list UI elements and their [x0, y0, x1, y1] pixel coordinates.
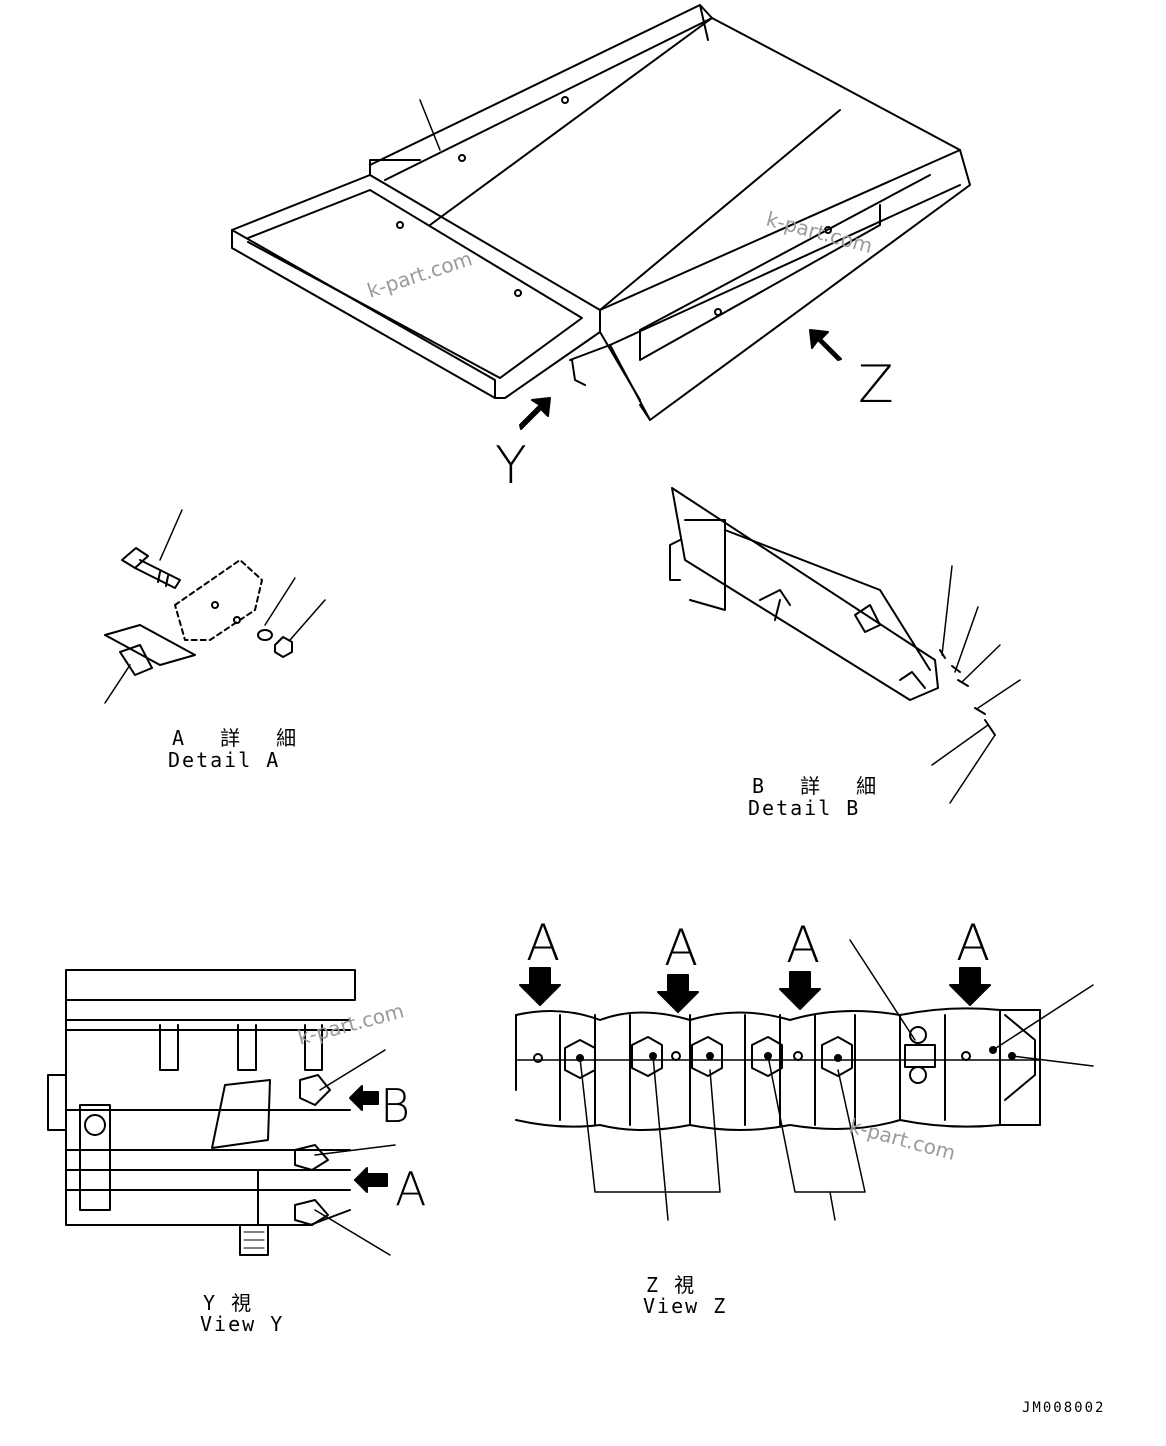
letter-y-main: Y [495, 436, 527, 496]
watermark-3: k-part.com [295, 998, 406, 1049]
letter-a-view-z-3: A [786, 916, 820, 974]
letter-a-view-z-4: A [956, 914, 990, 972]
caption-detail-b-jp: B 詳 細 [752, 774, 889, 798]
watermark-1: k-part.com [364, 246, 475, 302]
caption-view-z-en: View Z [643, 1294, 728, 1318]
view-z-arrow-a-3 [779, 971, 821, 1010]
caption-detail-a-jp: A 詳 細 [172, 726, 309, 750]
caption-view-z-jp: Z 視 [646, 1273, 697, 1297]
view-z-arrow-a-1 [519, 967, 561, 1006]
view-z-drawing [515, 939, 1094, 1221]
detail-b-drawing [669, 487, 1021, 804]
view-z-arrow-a-4 [949, 967, 991, 1006]
view-arrow-y [519, 397, 551, 430]
letter-b-view-y: B [380, 1079, 410, 1133]
caption-view-y-en: View Y [200, 1312, 285, 1336]
letter-a-view-z-2: A [664, 919, 698, 977]
detail-a-drawing [104, 509, 326, 704]
view-y-arrow-a [354, 1167, 388, 1193]
caption-view-y-jp: Y 視 [203, 1291, 254, 1315]
view-y-drawing [47, 969, 396, 1256]
view-y-arrow-b [349, 1085, 379, 1111]
caption-detail-b-en: Detail B [748, 796, 861, 820]
caption-detail-a-en: Detail A [168, 748, 281, 772]
letter-a-view-z-1: A [526, 914, 560, 972]
dump-body-assembly [231, 4, 971, 421]
letter-a-view-y: A [395, 1162, 426, 1216]
view-arrow-z [809, 329, 842, 361]
view-z-arrow-a-2 [657, 974, 699, 1013]
letter-z-main: Z [858, 355, 894, 415]
drawing-code: JM008002 [1022, 1400, 1106, 1416]
